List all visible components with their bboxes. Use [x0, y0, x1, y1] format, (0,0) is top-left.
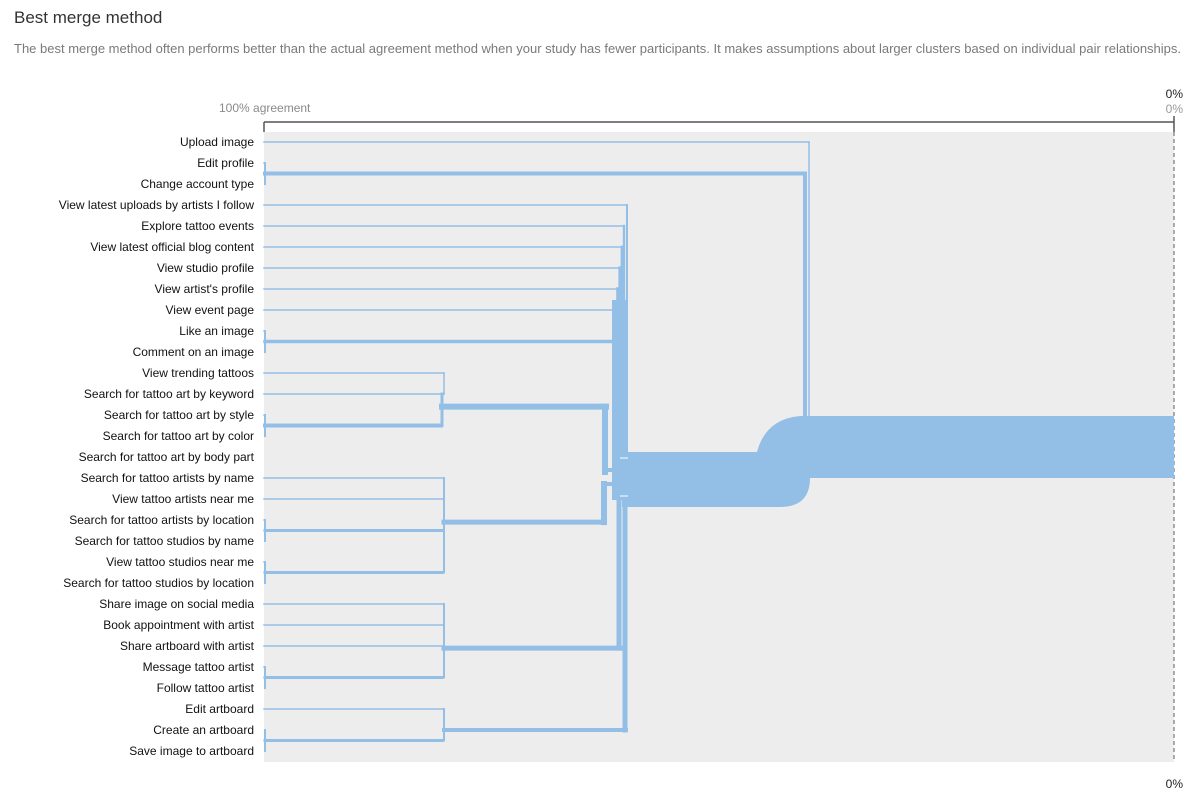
leaf-label: Create an artboard — [153, 723, 254, 737]
axis-left-label: 100% agreement — [219, 101, 311, 115]
page-description: The best merge method often performs bet… — [14, 41, 1182, 56]
leaf-label: Like an image — [179, 324, 254, 338]
leaf-label: Search for tattoo artists by location — [69, 513, 254, 527]
leaf-label: View artist's profile — [154, 282, 254, 296]
leaf-label: View tattoo studios near me — [106, 555, 254, 569]
leaf-label: Book appointment with artist — [103, 618, 254, 632]
leaf-label: Search for tattoo studios by name — [74, 534, 254, 548]
axis-right-sublabel: 0% — [1165, 102, 1183, 116]
leaf-label: Comment on an image — [132, 345, 254, 359]
leaf-label: Edit profile — [197, 156, 254, 170]
leaf-label: Search for tattoo art by style — [103, 408, 254, 422]
axis-right-label: 0% — [1165, 87, 1183, 101]
leaf-label: View tattoo artists near me — [112, 492, 254, 506]
leaf-label: View latest uploads by artists I follow — [58, 198, 254, 212]
root-merge — [754, 416, 1174, 478]
leaf-label: Explore tattoo events — [141, 219, 254, 233]
leaf-label: Edit artboard — [185, 702, 254, 716]
leaf-label: Share artboard with artist — [119, 639, 254, 653]
leaf-label: View trending tattoos — [142, 366, 254, 380]
leaf-label: View latest official blog content — [90, 240, 254, 254]
leaf-label: Search for tattoo art by keyword — [83, 387, 254, 401]
leaf-label: Change account type — [140, 177, 254, 191]
leaf-label: Follow tattoo artist — [156, 681, 254, 695]
leaf-label: Save image to artboard — [129, 744, 254, 758]
trunk-upper-merge — [622, 452, 810, 478]
page-title: Best merge method — [14, 8, 163, 27]
leaf-label: Upload image — [179, 135, 254, 149]
leaf-label: Search for tattoo studios by location — [63, 576, 254, 590]
leaf-label: Search for tattoo artists by name — [80, 471, 254, 485]
leaf-label: Share image on social media — [99, 597, 254, 611]
leaf-label: Search for tattoo art by body part — [78, 450, 254, 464]
leaf-label: Search for tattoo art by color — [102, 429, 254, 443]
leaf-label: View event page — [165, 303, 254, 317]
axis-bottom-right-label: 0% — [1165, 777, 1183, 791]
leaf-label: Message tattoo artist — [142, 660, 254, 674]
trunk-block — [612, 300, 628, 500]
leaf-label: View studio profile — [156, 261, 254, 275]
